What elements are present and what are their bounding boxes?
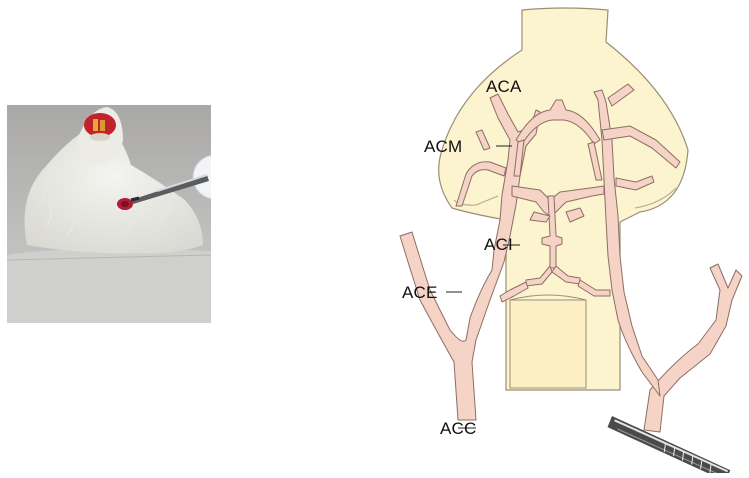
surgical-photo — [7, 105, 211, 323]
label-aci: ACI — [484, 236, 513, 253]
label-acm: ACM — [424, 138, 462, 155]
brainstem — [510, 300, 586, 388]
brain-vessel-illustration — [380, 0, 749, 473]
rat-photo-illustration — [7, 105, 211, 323]
label-acc: ACC — [440, 420, 477, 437]
forceps-diagram-icon — [605, 416, 732, 473]
label-aca: ACA — [486, 78, 522, 95]
vascular-diagram: ACA ACM ACI ACE ACC — [380, 0, 749, 473]
right-carotid-tree — [644, 264, 742, 432]
label-ace: ACE — [402, 284, 438, 301]
